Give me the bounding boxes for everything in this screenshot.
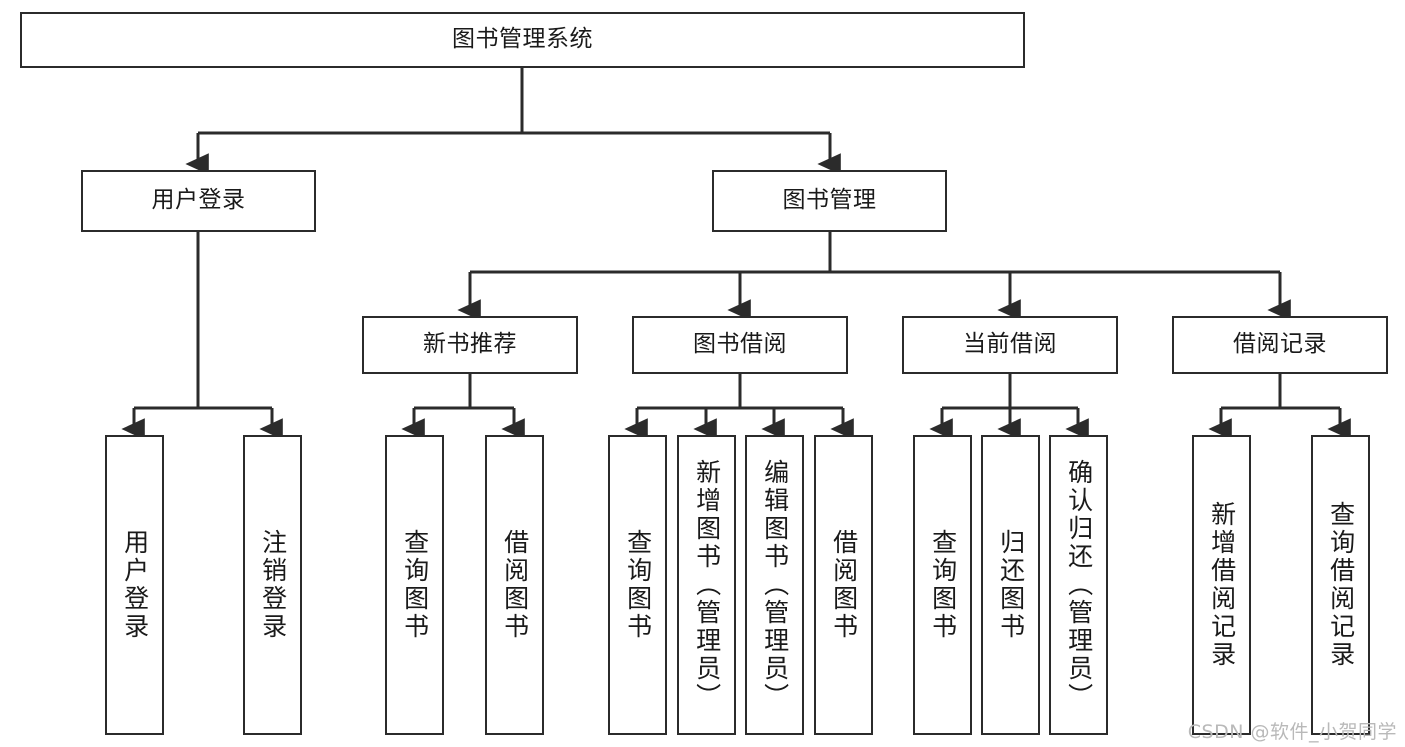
node-current-borrow[interactable]: 当前借阅 — [902, 316, 1118, 374]
node-book-borrow[interactable]: 图书借阅 — [632, 316, 848, 374]
leaf-return-book[interactable]: 归还图书 — [981, 435, 1040, 735]
leaf-edit-book-admin[interactable]: 编辑图书（管理员） — [745, 435, 804, 735]
leaf-add-borrow-record[interactable]: 新增借阅记录 — [1192, 435, 1251, 735]
node-label: 用户登录 — [120, 529, 150, 641]
leaf-query-book-recommend[interactable]: 查询图书 — [385, 435, 444, 735]
node-borrow-record[interactable]: 借阅记录 — [1172, 316, 1388, 374]
node-new-book-recommend[interactable]: 新书推荐 — [362, 316, 578, 374]
leaf-borrow-book[interactable]: 借阅图书 — [814, 435, 873, 735]
node-book-management[interactable]: 图书管理 — [712, 170, 947, 232]
leaf-add-book-admin[interactable]: 新增图书（管理员） — [677, 435, 736, 735]
leaf-logout-login[interactable]: 注销登录 — [243, 435, 302, 735]
node-label: 查询图书 — [928, 529, 958, 641]
node-label: 查询借阅记录 — [1326, 501, 1356, 669]
node-label: 新增图书（管理员） — [692, 459, 722, 711]
node-label: 用户登录 — [151, 187, 246, 214]
node-label: 查询图书 — [400, 529, 430, 641]
node-label: 图书借阅 — [693, 331, 787, 358]
node-label: 归还图书 — [996, 529, 1026, 641]
node-user-login[interactable]: 用户登录 — [81, 170, 316, 232]
node-label: 图书管理 — [782, 187, 877, 214]
leaf-query-book-current[interactable]: 查询图书 — [913, 435, 972, 735]
node-label: 图书管理系统 — [452, 26, 593, 53]
node-label: 借阅图书 — [829, 529, 859, 641]
leaf-query-borrow-record[interactable]: 查询借阅记录 — [1311, 435, 1370, 735]
node-label: 借阅图书 — [500, 529, 530, 641]
node-label: 新书推荐 — [423, 331, 517, 358]
csdn-watermark: CSDN @软件_小贺同学 — [1187, 721, 1397, 743]
leaf-user-login[interactable]: 用户登录 — [105, 435, 164, 735]
node-label: 查询图书 — [623, 529, 653, 641]
node-label: 确认归还（管理员） — [1064, 459, 1094, 711]
node-label: 新增借阅记录 — [1207, 501, 1237, 669]
node-label: 当前借阅 — [963, 331, 1057, 358]
leaf-borrow-book-recommend[interactable]: 借阅图书 — [485, 435, 544, 735]
leaf-confirm-return-admin[interactable]: 确认归还（管理员） — [1049, 435, 1108, 735]
leaf-query-book-borrow[interactable]: 查询图书 — [608, 435, 667, 735]
node-label: 编辑图书（管理员） — [760, 459, 790, 711]
node-label: 借阅记录 — [1233, 331, 1327, 358]
node-label: 注销登录 — [258, 529, 288, 641]
node-root-book-management-system[interactable]: 图书管理系统 — [20, 12, 1025, 68]
